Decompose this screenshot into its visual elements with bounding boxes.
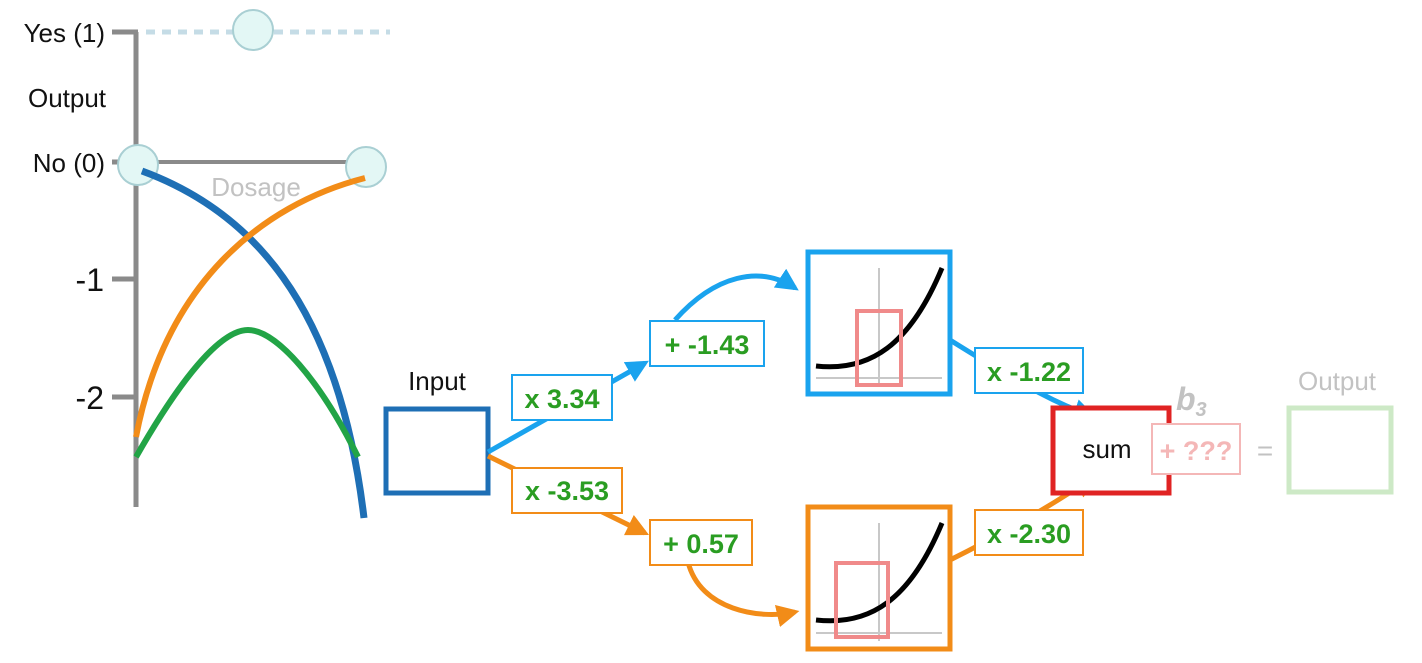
tick-label-no: No (0): [33, 148, 105, 178]
data-point-low-left: [117, 144, 159, 186]
bottom-out-weight-box: [974, 509, 1084, 556]
data-point-high: [232, 9, 274, 51]
top-out-weight-label: x -1.22: [987, 357, 1071, 387]
bottom-weight-label: x -3.53: [525, 476, 609, 506]
b3-value-box: [1151, 423, 1241, 475]
top-bias-box: [649, 320, 765, 367]
edge-bottom-bias-to-node: [685, 561, 800, 627]
orange-curve: [133, 175, 366, 438]
equals-sign: =: [1257, 435, 1273, 466]
green-curve: [133, 326, 361, 459]
input-node[interactable]: [383, 406, 491, 496]
top-weight-box: [511, 374, 613, 421]
tick-label-yes: Yes (1): [24, 18, 105, 48]
network: Input x 3.34 + -1.43 x -3.53 + 0.57: [383, 249, 1394, 652]
bottom-hidden-node[interactable]: [805, 504, 953, 652]
blue-curve: [140, 167, 368, 519]
tick-label-minus-2: -2: [76, 380, 104, 416]
b3-label: b3: [1176, 381, 1207, 421]
edge-top-bias-to-node: [673, 268, 799, 322]
data-point-low-right: [345, 146, 387, 188]
sum-node[interactable]: [1050, 405, 1172, 496]
output-vs-dosage-graph: Yes (1) Output No (0) Dosage -1 -2: [24, 9, 390, 519]
y-axis-title: Output: [28, 83, 107, 113]
input-label: Input: [408, 366, 467, 396]
bottom-weight-box: [511, 467, 623, 514]
tick-label-minus-1: -1: [76, 262, 104, 298]
bottom-bias-box: [649, 519, 753, 566]
output-label: Output: [1298, 366, 1377, 396]
bottom-out-weight-label: x -2.30: [987, 519, 1071, 549]
top-node-highlight-box: [855, 309, 903, 387]
top-hidden-node[interactable]: [805, 249, 953, 397]
output-node[interactable]: [1286, 405, 1394, 495]
bottom-bias-label: + 0.57: [663, 529, 739, 559]
top-weight-label: x 3.34: [524, 384, 599, 414]
sum-label: sum: [1082, 434, 1131, 464]
b3-value-label: + ???: [1160, 436, 1233, 466]
x-axis-label: Dosage: [211, 172, 301, 202]
top-out-weight-box: [974, 347, 1084, 394]
top-node-activation-curve: [815, 267, 945, 370]
top-bias-label: + -1.43: [665, 330, 750, 360]
bottom-node-highlight-box: [834, 561, 890, 639]
